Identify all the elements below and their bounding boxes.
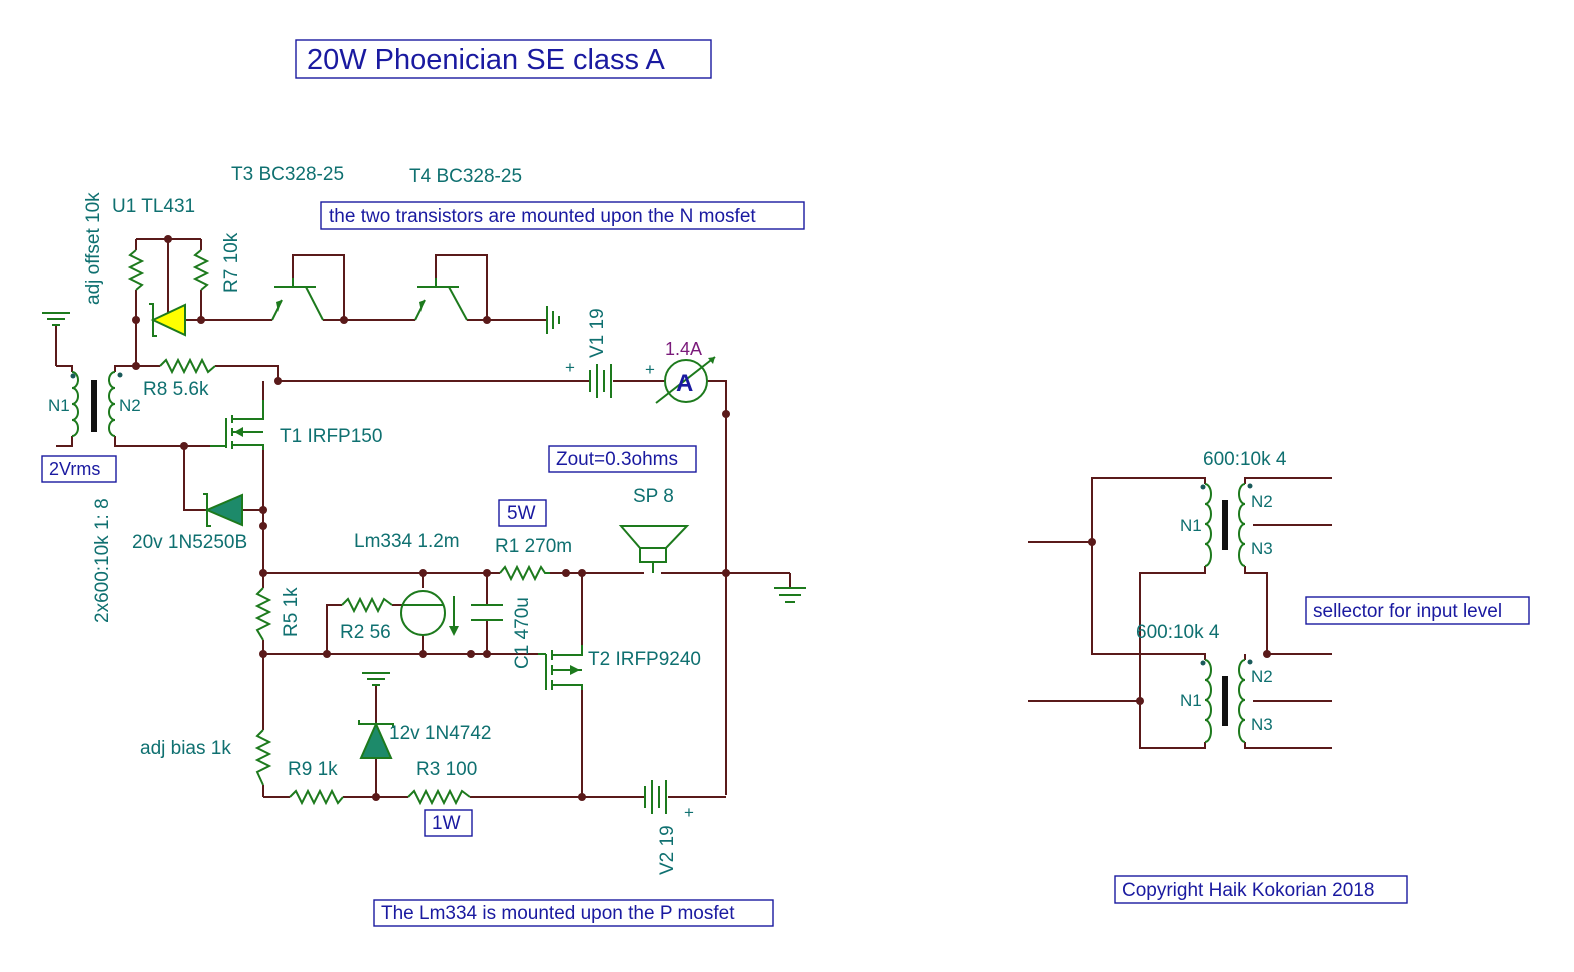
label-xfmr-top-n3: N3 (1251, 539, 1273, 558)
resistor-adj-offset (127, 249, 145, 291)
plus-sign-v2: + (684, 803, 694, 822)
label-xfmr-top: 600:10k 4 (1203, 449, 1287, 470)
ground-icon (362, 672, 390, 686)
ammeter-reading: 1.4A (665, 339, 702, 359)
label-speaker: SP 8 (633, 486, 674, 507)
tl431-symbol (149, 303, 186, 337)
resistor-r1 (499, 564, 550, 582)
label-input-transformer: 2x600:10k 1: 8 (92, 498, 113, 623)
transistor-t3 (271, 278, 324, 321)
label-xfmr-bottom-n1: N1 (1180, 691, 1202, 710)
note-box (1305, 596, 1530, 625)
selector-transformer-bottom (1200, 659, 1253, 743)
label-xfmr-bottom: 600:10k 4 (1136, 622, 1220, 643)
transistor-t4 (414, 278, 468, 321)
battery-v1 (589, 364, 612, 398)
label-n2: N2 (119, 396, 141, 415)
note-transistors: the two transistors are mounted upon the… (329, 206, 756, 227)
plus-sign-ammeter: + (645, 360, 655, 379)
copyright: Copyright Haik Kokorian 2018 (1122, 880, 1374, 901)
ammeter-symbol: A (676, 370, 693, 397)
page-title: 20W Phoenician SE class A (307, 44, 666, 76)
label-v1: V1 19 (587, 308, 608, 358)
label-xfmr-top-n2: N2 (1251, 492, 1273, 511)
mosfet-t1 (210, 400, 264, 450)
note-lm334: The Lm334 is mounted upon the P mosfet (381, 903, 735, 924)
label-xfmr-top-n1: N1 (1180, 516, 1202, 535)
lm334-icon (400, 590, 459, 636)
note-box (548, 445, 697, 473)
note-selector: sellector for input level (1313, 601, 1502, 622)
zener-12v (358, 720, 394, 759)
note-box (320, 201, 805, 230)
selector-wires (1028, 477, 1332, 749)
junction-dots (132, 235, 730, 801)
label-r7: R7 10k (221, 232, 242, 293)
label-r5: R5 1k (281, 587, 302, 637)
resistor-r3 (407, 788, 471, 806)
input-transformer (70, 371, 123, 437)
label-adj-bias: adj bias 1k (140, 738, 231, 759)
label-xfmr-bottom-n3: N3 (1251, 715, 1273, 734)
label-n1: N1 (48, 396, 70, 415)
ground-icon (774, 587, 806, 603)
ammeter-icon (655, 356, 716, 404)
title-box (295, 39, 712, 79)
note-box (498, 499, 547, 527)
label-r8: R8 5.6k (143, 379, 209, 400)
label-c1: C1 470u (512, 597, 533, 669)
plus-sign-v1: + (565, 358, 575, 377)
label-t4: T4 BC328-25 (409, 166, 522, 187)
speaker-icon (618, 525, 690, 573)
ground-icon (546, 306, 560, 334)
label-t1: T1 IRFP150 (280, 426, 382, 447)
label-t3: T3 BC328-25 (231, 164, 344, 185)
ground-icon (42, 312, 70, 326)
resistor-r5 (254, 587, 272, 641)
resistor-r7 (192, 249, 210, 291)
label-r3: R3 100 (416, 759, 477, 780)
label-r9: R9 1k (288, 759, 338, 780)
note-1w: 1W (432, 813, 461, 834)
note-zout: Zout=0.3ohms (556, 449, 678, 470)
note-box (41, 455, 117, 483)
label-lm334: Lm334 1.2m (354, 531, 460, 552)
mosfet-t2 (538, 645, 583, 690)
label-v2: V2 19 (657, 825, 678, 875)
battery-v2 (644, 780, 667, 814)
label-t2: T2 IRFP9240 (588, 649, 701, 670)
note-box (424, 809, 473, 837)
resistor-adj-bias (254, 729, 272, 786)
label-r2: R2 56 (340, 622, 391, 643)
resistor-r9 (289, 788, 344, 806)
label-xfmr-bottom-n2: N2 (1251, 667, 1273, 686)
note-box (1114, 875, 1408, 904)
label-r1: R1 270m (495, 536, 572, 557)
zener-20v (203, 493, 243, 527)
note-input-level: 2Vrms (49, 459, 100, 479)
resistor-r8 (159, 357, 216, 375)
capacitor-c1 (471, 604, 503, 621)
note-box (373, 899, 774, 927)
label-zener-20v: 20v 1N5250B (132, 532, 247, 553)
label-adj-offset: adj offset 10k (83, 192, 104, 305)
note-5w: 5W (507, 503, 536, 524)
resistor-r2 (341, 596, 393, 614)
selector-transformer-top (1200, 483, 1253, 567)
label-u1: U1 TL431 (112, 196, 195, 217)
label-zener-12v: 12v 1N4742 (389, 723, 491, 744)
